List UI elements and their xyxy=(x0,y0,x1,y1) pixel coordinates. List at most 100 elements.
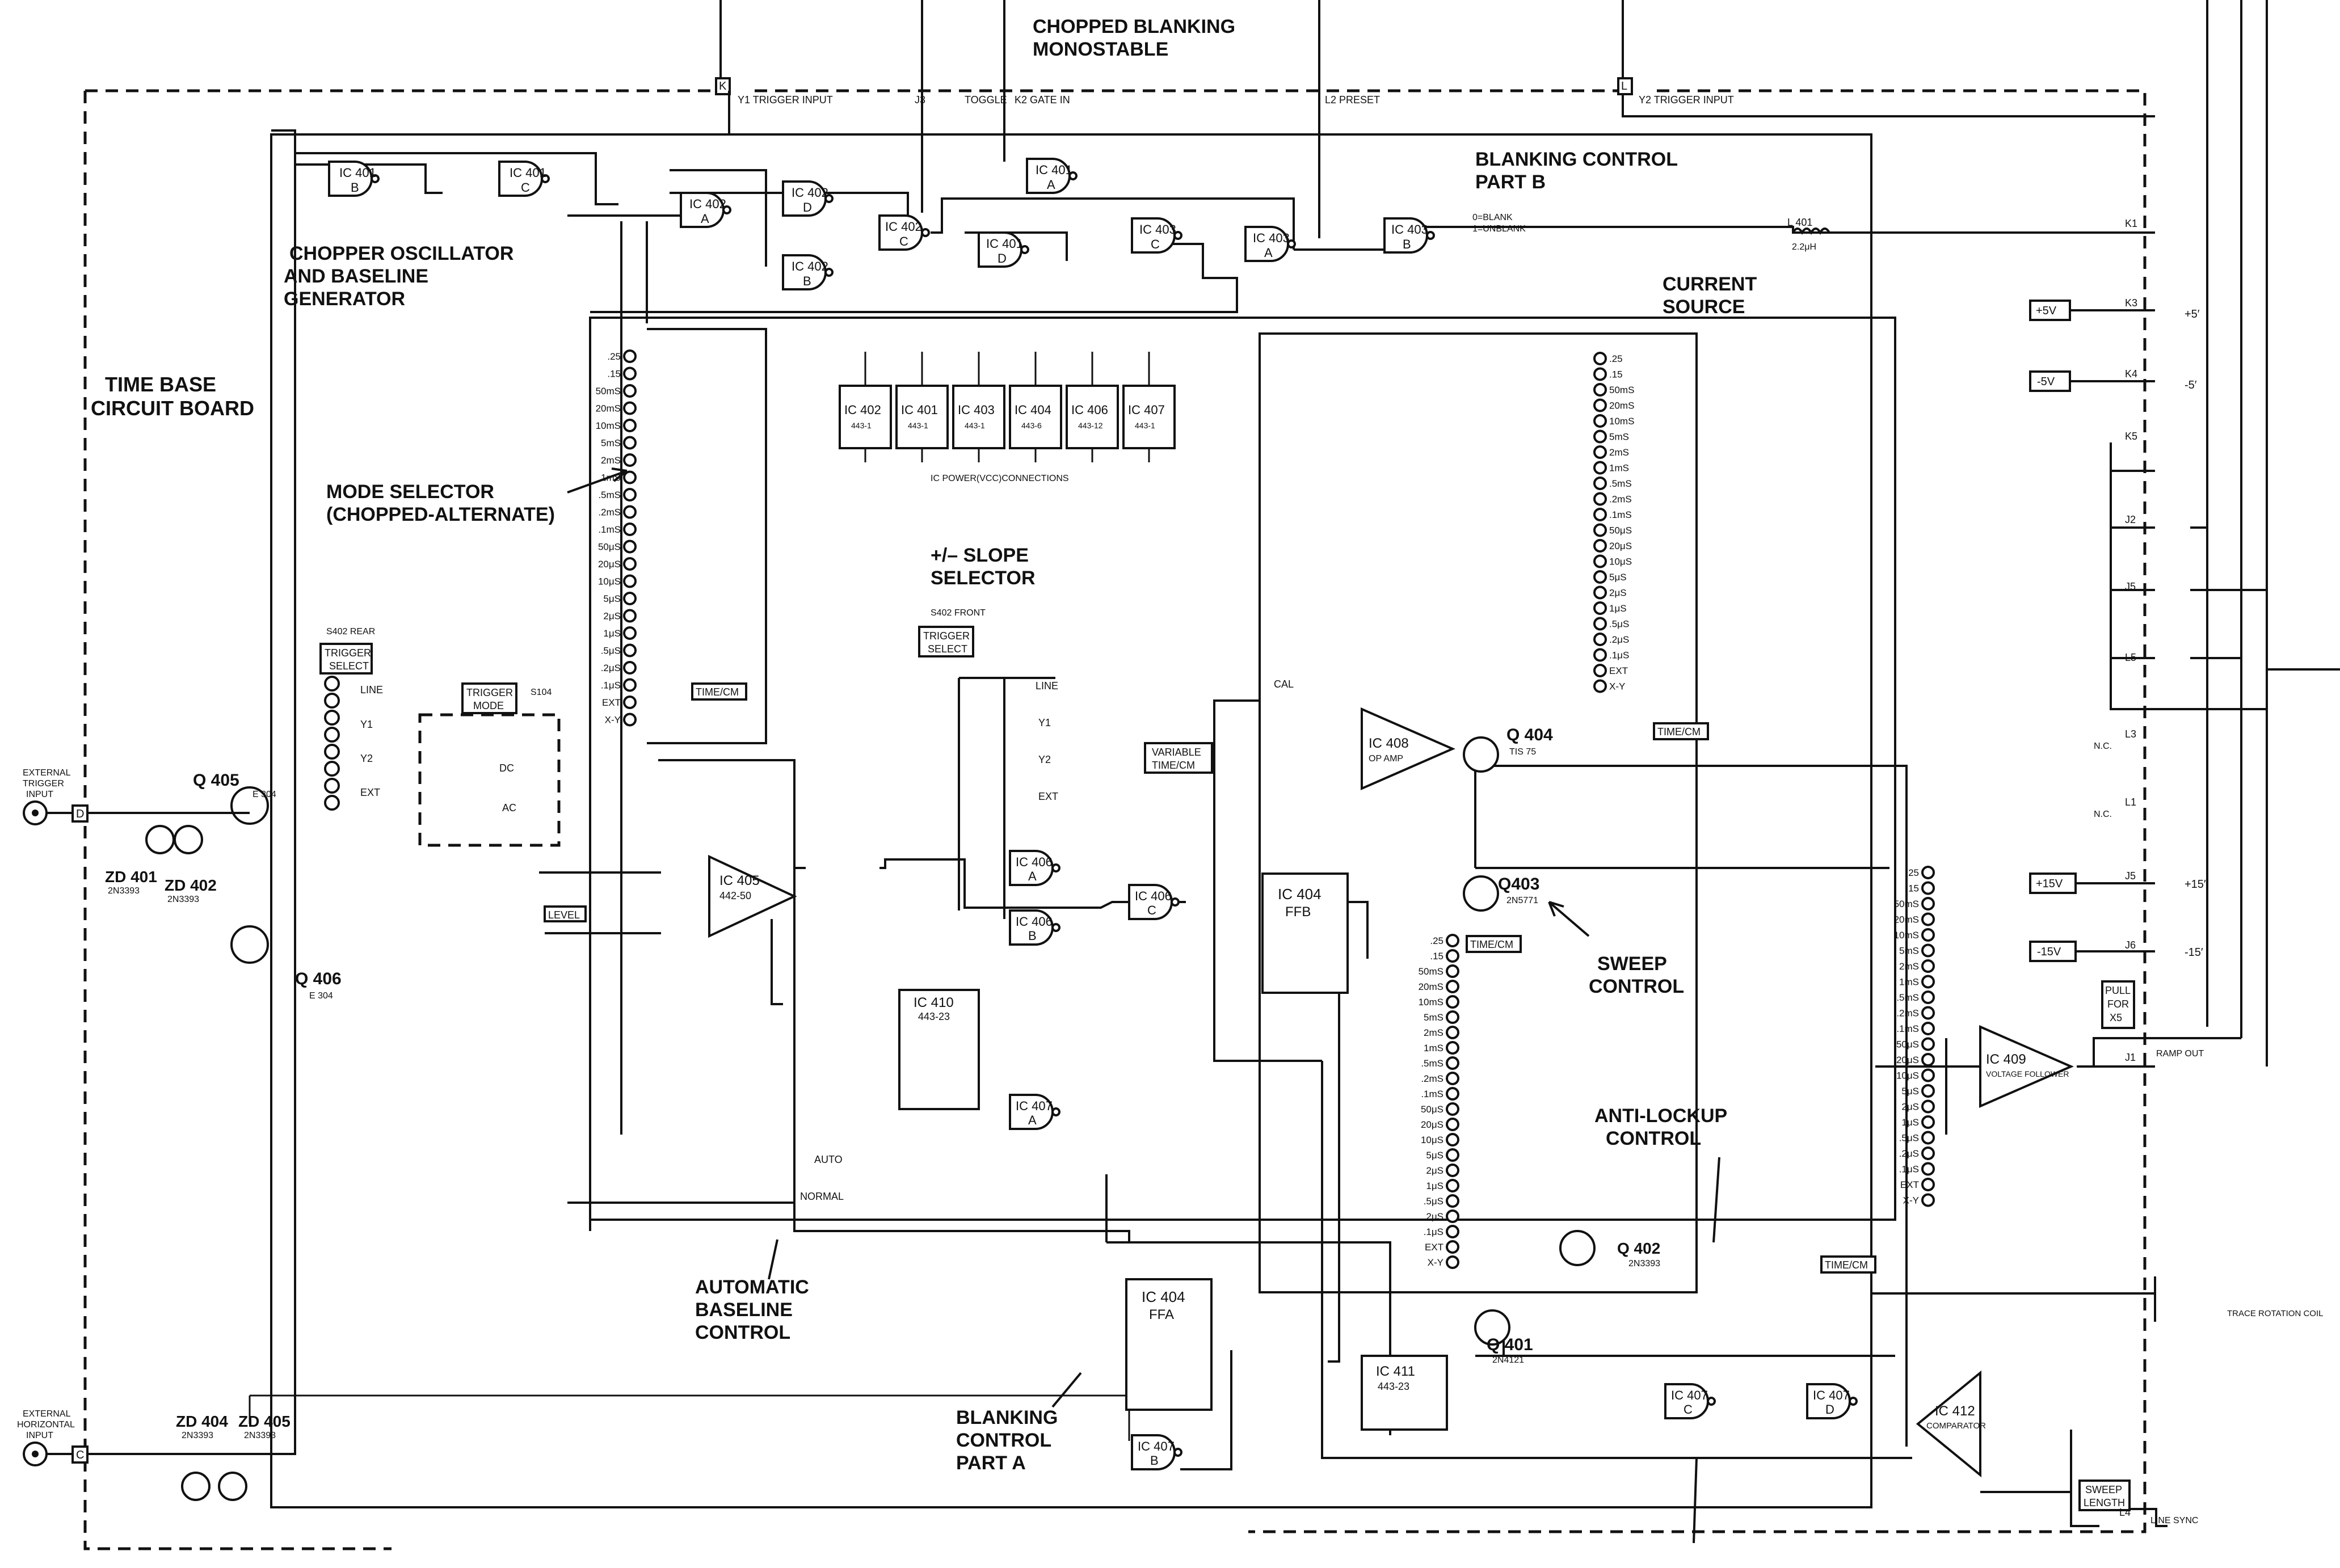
step-label: .25 xyxy=(1905,867,1919,878)
step-contact xyxy=(1593,508,1607,521)
external-trigger-input[interactable]: D EXTERNAL TRIGGER INPUT xyxy=(23,768,250,825)
trigger-mode-switch[interactable]: TRIGGER MODE S104 DC AC xyxy=(418,682,561,847)
heading-blanking-a-1: BLANKING xyxy=(956,1407,1058,1428)
step-contact xyxy=(1921,1178,1935,1191)
q401-label: Q 401 xyxy=(1487,1335,1533,1354)
chip-ic407c-unit: C xyxy=(1684,1402,1693,1417)
heading-blanking-b-2: PART B xyxy=(1475,171,1546,193)
pin-j1: J1 xyxy=(2125,1052,2136,1063)
slope-select-switch[interactable]: TRIGGER SELECT S402 FRONT LINE Y1 Y2 EXT xyxy=(918,608,1058,802)
chip-ic403c: IC 403 xyxy=(1139,222,1176,237)
power-part-3: 443-1 xyxy=(965,421,985,430)
step-label: .25 xyxy=(1430,935,1443,946)
chip-ic404ffa-unit: FFA xyxy=(1149,1307,1174,1322)
step-label: .25 xyxy=(1609,353,1623,364)
step-label: .1mS xyxy=(1609,509,1632,520)
step-label: 10μS xyxy=(598,576,621,587)
variable-time-control[interactable]: VARIABLE TIME/CM xyxy=(1144,742,1213,774)
step-label: X-Y xyxy=(1428,1257,1443,1268)
step-contact xyxy=(1446,995,1459,1009)
trigger-select-switch[interactable]: TRIGGER SELECT S402 REAR xyxy=(319,627,375,675)
trigger-select-text-2: SELECT xyxy=(329,660,369,672)
step-label: 10μS xyxy=(1609,557,1632,567)
step-label: 50μS xyxy=(1421,1104,1443,1115)
chip-ic410-part: 443-23 xyxy=(918,1011,950,1022)
chip-ic401a-unit: A xyxy=(1047,178,1055,192)
heading-chopper-2: AND BASELINE xyxy=(284,265,428,287)
step-label: .5mS xyxy=(1609,478,1632,489)
slope-pos-y1: Y1 xyxy=(1038,717,1051,728)
chip-ic402a: IC 402 xyxy=(689,197,726,211)
heading-blanking-a-3: PART A xyxy=(956,1452,1026,1474)
step-contact xyxy=(623,696,637,709)
supply-plus5-out: +5′ xyxy=(2185,308,2200,321)
time-cm-3: TIME/CM xyxy=(1657,726,1701,737)
step-contact xyxy=(1921,1131,1935,1145)
chip-ic404ffa: IC 404 xyxy=(1142,1288,1185,1305)
slope-select-text-1: TRIGGER xyxy=(923,630,970,642)
heading-chopped-blanking-1: CHOPPED BLANKING xyxy=(1033,16,1235,37)
chip-ic410: IC 410 xyxy=(914,995,954,1010)
step-contact xyxy=(623,539,637,554)
step-label: .2mS xyxy=(1896,1008,1919,1019)
step-label: .2mS xyxy=(598,507,621,518)
chip-ic402c: IC 402 xyxy=(885,220,922,234)
zd401-part: 2N3393 xyxy=(108,886,140,896)
step-label: .2mS xyxy=(1421,1073,1443,1084)
step-label: 2mS xyxy=(1609,447,1629,458)
pull-x5-text-2: FOR xyxy=(2107,998,2129,1010)
step-contact xyxy=(1446,1255,1459,1269)
step-label: X-Y xyxy=(605,715,621,726)
chip-ic401b: IC 401 xyxy=(339,166,376,180)
step-contact xyxy=(1593,554,1607,568)
step-contact xyxy=(1446,1118,1459,1131)
step-label: .15 xyxy=(1609,369,1623,380)
top-signal-gate: K2 GATE IN xyxy=(1015,94,1070,106)
variable-time-text-2: TIME/CM xyxy=(1152,760,1195,771)
step-contact xyxy=(623,557,637,571)
q405-part: E 304 xyxy=(252,790,276,799)
step-label: .2μS xyxy=(601,663,621,673)
step-label: 20mS xyxy=(1419,981,1443,992)
step-label: 5mS xyxy=(1609,432,1629,442)
step-contact xyxy=(1921,912,1935,926)
step-contact xyxy=(1921,928,1935,942)
svg-text:K: K xyxy=(719,80,727,92)
section-arrows xyxy=(567,467,1720,1544)
pull-x5-control[interactable]: PULL FOR X5 xyxy=(2101,980,2135,1029)
step-label: 1μS xyxy=(603,628,621,639)
heading-current-source-2: SOURCE xyxy=(1663,296,1745,318)
step-label: 10mS xyxy=(596,420,621,431)
q406-label: Q 406 xyxy=(295,970,342,988)
step-label: .2μS xyxy=(1899,1148,1919,1159)
level-control[interactable]: LEVEL xyxy=(544,905,587,922)
step-contact xyxy=(623,419,637,432)
zd402-part: 2N3393 xyxy=(167,895,199,904)
chip-ic408: IC 408 xyxy=(1369,736,1409,751)
chip-ic402d: IC 402 xyxy=(792,186,828,200)
nc-2: N.C. xyxy=(2094,810,2112,819)
heading-current-source-1: CURRENT xyxy=(1663,273,1757,295)
step-label: 50mS xyxy=(596,386,621,397)
external-horizontal-input[interactable]: C EXTERNAL HORIZONTAL INPUT xyxy=(17,129,296,1466)
step-contact xyxy=(1921,959,1935,973)
step-contact xyxy=(1921,1068,1935,1082)
step-contact xyxy=(1593,477,1607,490)
mode-auto-normal[interactable]: AUTO NORMAL CAL xyxy=(800,678,1294,1202)
q405-label: Q 405 xyxy=(193,771,239,790)
step-contact xyxy=(1446,964,1459,978)
step-label: .5μS xyxy=(601,646,621,656)
sweep-length-control[interactable]: SWEEP LENGTH xyxy=(2078,1480,2131,1511)
ramp-out: RAMP OUT xyxy=(2156,1049,2204,1059)
step-contact xyxy=(623,470,637,484)
chip-ic409: IC 409 xyxy=(1986,1052,2026,1067)
chip-ic412-part: COMPARATOR xyxy=(1926,1421,1986,1431)
chip-ic409-part: VOLTAGE FOLLOWER xyxy=(1986,1069,2069,1078)
sweep-length-text-2: LENGTH xyxy=(2084,1497,2125,1508)
step-contact xyxy=(1921,1053,1935,1067)
step-contact xyxy=(1921,1037,1935,1051)
top-signal-toggle: TOGGLE xyxy=(965,94,1007,106)
step-contact xyxy=(623,678,637,692)
step-label: 2mS xyxy=(1899,961,1919,972)
chip-ic401b-unit: B xyxy=(351,180,359,195)
